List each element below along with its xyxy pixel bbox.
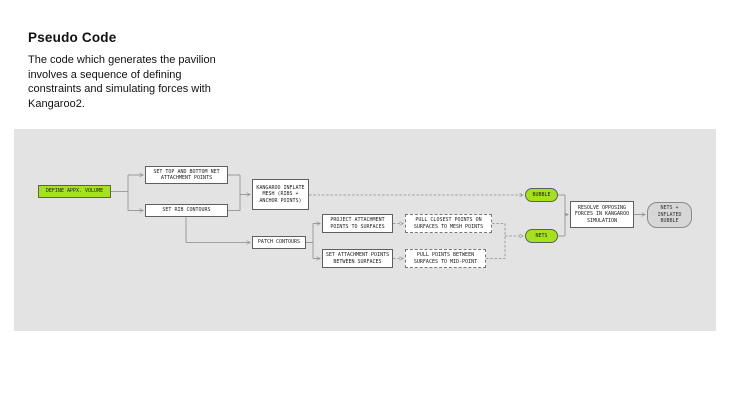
node-label: DEFINE APPX. VOLUME xyxy=(45,188,104,195)
node-label: KANGAROO INFLATE MESH (RIBS + ANCHOR POI… xyxy=(256,184,305,204)
node-label: SET ATTACHMENT POINTS BETWEEN SURFACES xyxy=(325,252,390,265)
node-define-volume: DEFINE APPX. VOLUME xyxy=(38,185,111,198)
node-label: BUBBLE xyxy=(532,191,551,198)
node-nets-inflated-bubble: NETS + INFLATED BUBBLE xyxy=(647,202,692,228)
node-patch-contours: PATCH CONTOURS xyxy=(252,236,306,249)
node-pull-points-midpoint: PULL POINTS BETWEEN SURFACES TO MID-POIN… xyxy=(405,249,486,268)
node-set-attachment-points: SET ATTACHMENT POINTS BETWEEN SURFACES xyxy=(322,249,393,268)
node-project-attachment-points: PROJECT ATTACHMENT POINTS TO SURFACES xyxy=(322,214,393,233)
node-label: RESOLVE OPPOSING FORCES IN KANGAROO SIMU… xyxy=(574,204,630,224)
node-set-top-bottom-attachment: SET TOP AND BOTTOM NET ATTACHMENT POINTS xyxy=(145,166,228,184)
node-label: PROJECT ATTACHMENT POINTS TO SURFACES xyxy=(330,217,385,230)
node-label: NETS xyxy=(535,232,548,239)
page-title: Pseudo Code xyxy=(28,30,117,45)
node-label: SET RIB CONTOURS xyxy=(162,207,211,214)
node-bubble: BUBBLE xyxy=(525,188,558,202)
node-label: PATCH CONTOURS xyxy=(257,239,301,246)
node-kangaroo-inflate-mesh: KANGAROO INFLATE MESH (RIBS + ANCHOR POI… xyxy=(252,179,309,210)
node-nets: NETS xyxy=(525,229,558,243)
node-label: SET TOP AND BOTTOM NET ATTACHMENT POINTS xyxy=(153,168,220,182)
node-label: NETS + INFLATED BUBBLE xyxy=(657,205,682,225)
node-label: PULL POINTS BETWEEN SURFACES TO MID-POIN… xyxy=(413,252,478,265)
node-resolve-forces: RESOLVE OPPOSING FORCES IN KANGAROO SIMU… xyxy=(570,201,634,228)
node-pull-closest-points: PULL CLOSEST POINTS ON SURFACES TO MESH … xyxy=(405,214,492,233)
node-label: PULL CLOSEST POINTS ON SURFACES TO MESH … xyxy=(413,217,484,230)
page-description: The code which generates the pavilion in… xyxy=(28,54,216,110)
node-set-rib-contours: SET RIB CONTOURS xyxy=(145,204,228,217)
